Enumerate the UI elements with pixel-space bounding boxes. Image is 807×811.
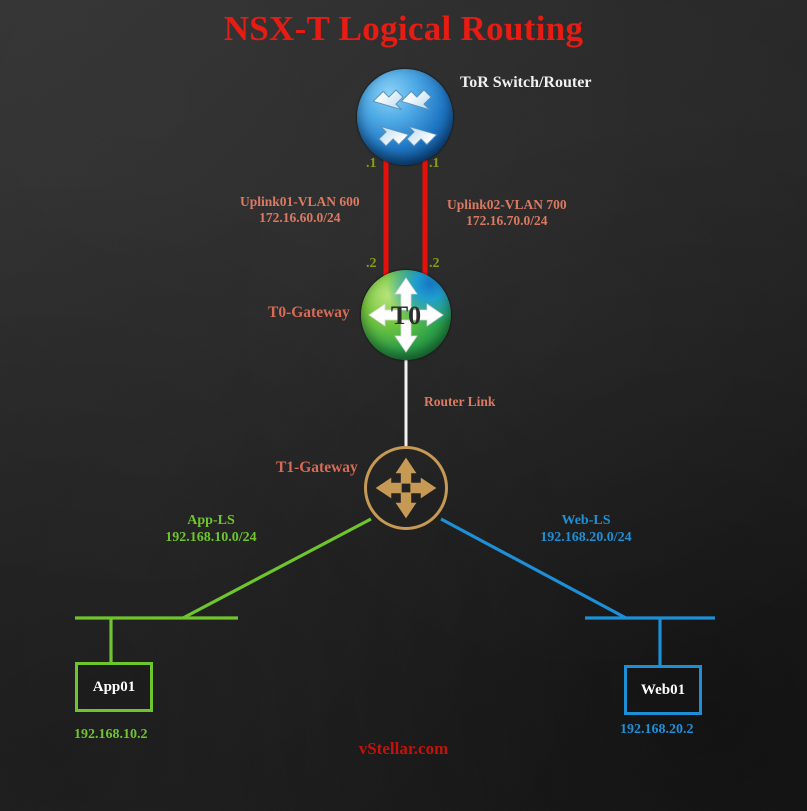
uplink01-gateway-interface: .2 <box>366 256 377 271</box>
web-ls-label: Web-LS 192.168.20.0/24 <box>531 513 641 546</box>
app-ls-subnet: 192.168.10.0/24 <box>165 529 257 545</box>
switch-arrows-icon <box>372 89 438 147</box>
tor-node-label: ToR Switch/Router <box>460 74 592 91</box>
uplink01-subnet: 172.16.60.0/24 <box>259 209 341 225</box>
router-arrows-icon: T0 <box>368 277 444 353</box>
router-sphere-icon[interactable]: T0 <box>361 270 451 360</box>
web-ls-subnet: 192.168.20.0/24 <box>540 529 632 545</box>
page-title: NSX-T Logical Routing <box>223 9 584 48</box>
uplink02-subnet: 172.16.70.0/24 <box>466 212 548 228</box>
uplink02-label: Uplink02-VLAN 700 172.16.70.0/24 <box>447 197 567 229</box>
vm-ip-app01: 192.168.10.2 <box>74 727 148 742</box>
uplink01-name: Uplink01-VLAN 600 <box>240 194 360 209</box>
switch-sphere-icon[interactable] <box>357 69 453 165</box>
t0-badge-text: T0 <box>391 301 421 330</box>
t1-node-label: T1-Gateway <box>276 459 358 476</box>
app-ls-label: App-LS 192.168.10.0/24 <box>156 513 266 546</box>
uplink02-tor-interface: .1 <box>429 156 440 171</box>
web-ls-name: Web-LS <box>561 513 611 528</box>
vm-ip-web01: 192.168.20.2 <box>620 722 694 737</box>
vm-name-app01: App01 <box>92 678 136 695</box>
uplink01-label: Uplink01-VLAN 600 172.16.60.0/24 <box>240 194 360 226</box>
vm-box-app01[interactable]: App01 <box>75 662 153 712</box>
watermark: vStellar.com <box>358 739 449 758</box>
router-link-label: Router Link <box>424 394 496 409</box>
vm-box-web01[interactable]: Web01 <box>624 665 702 715</box>
app-ls-name: App-LS <box>187 513 235 528</box>
uplink01-tor-interface: .1 <box>366 156 377 171</box>
uplink02-gateway-interface: .2 <box>429 256 440 271</box>
t0-node-label: T0-Gateway <box>268 304 350 321</box>
router-ring-icon[interactable] <box>364 446 448 530</box>
t1-router-arrows-icon <box>375 457 437 519</box>
vm-name-web01: Web01 <box>640 681 686 698</box>
uplink02-name: Uplink02-VLAN 700 <box>447 197 567 212</box>
